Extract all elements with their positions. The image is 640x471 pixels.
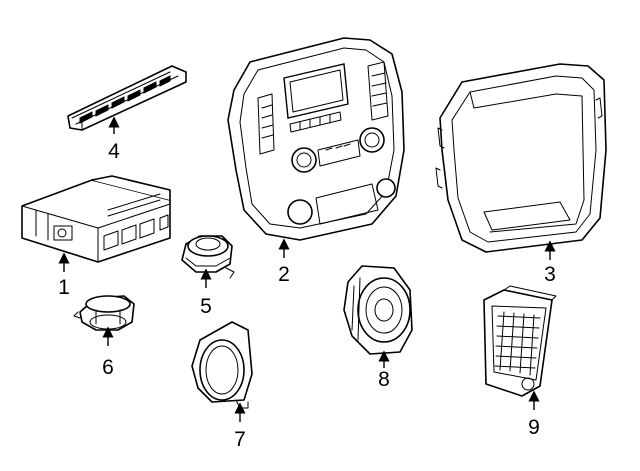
callout-8: 8 [378, 350, 390, 391]
callout-1: 1 [58, 252, 70, 299]
callout-label-8: 8 [378, 368, 390, 391]
part-9-amplifier[interactable] [483, 285, 557, 397]
callout-2: 2 [278, 238, 290, 286]
callout-label-2: 2 [278, 263, 290, 286]
part-7-speaker-ring[interactable] [191, 321, 253, 409]
callout-4: 4 [108, 116, 120, 163]
part-5-tweeter[interactable] [181, 235, 235, 279]
callout-6: 6 [102, 326, 114, 379]
callout-label-4: 4 [108, 140, 120, 163]
callout-label-6: 6 [102, 356, 114, 379]
callout-3: 3 [544, 240, 556, 286]
callout-label-7: 7 [234, 428, 246, 451]
callout-5: 5 [200, 268, 212, 318]
part-1-radio-receiver[interactable] [21, 175, 171, 263]
part-6-small-speaker[interactable] [73, 295, 135, 331]
callout-9: 9 [528, 390, 540, 439]
callout-7: 7 [234, 402, 246, 451]
callout-label-5: 5 [200, 295, 212, 318]
part-2-instrument-panel[interactable] [227, 37, 405, 241]
callout-label-3: 3 [544, 263, 556, 286]
part-8-speaker[interactable] [343, 265, 413, 355]
callout-label-1: 1 [58, 276, 70, 299]
part-4-control-switch[interactable] [67, 65, 187, 131]
part-3-trim-bezel[interactable] [435, 63, 607, 253]
callout-label-9: 9 [528, 416, 540, 439]
